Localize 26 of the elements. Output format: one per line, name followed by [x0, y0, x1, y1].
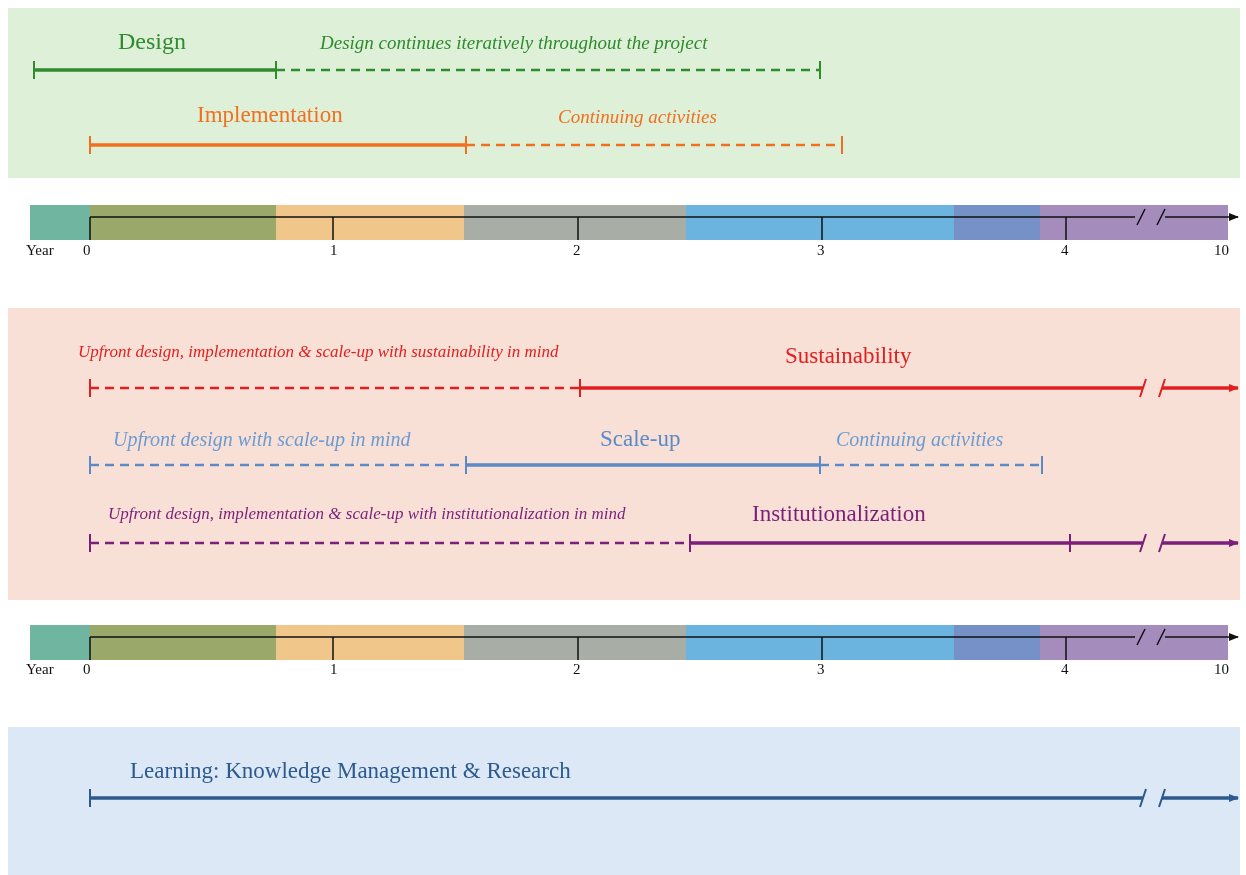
tick-label: 2 — [573, 661, 581, 678]
tick-label: 2 — [573, 242, 581, 259]
tick-label: 0 — [83, 242, 91, 259]
phase-note: Continuing activities — [558, 107, 717, 128]
phase-label: Institutionalization — [752, 501, 926, 527]
phase-label: Design — [118, 28, 186, 55]
phase-note: Upfront design with scale-up in mind — [113, 428, 411, 450]
phase-note: Continuing activities — [836, 428, 1004, 450]
phase-label: Implementation — [197, 102, 343, 128]
tick-label: 0 — [83, 661, 91, 678]
phase-label: Scale-up — [600, 426, 681, 452]
tick-label: 10 — [1214, 242, 1229, 259]
phase-label: Sustainability — [785, 343, 912, 369]
tick-label: 1 — [330, 661, 338, 678]
tick-label: 10 — [1214, 661, 1229, 678]
tick-label: 4 — [1061, 661, 1069, 678]
phase-note: Upfront design, implementation & scale-up with institutionalization in mind — [108, 505, 626, 524]
tick-label: 1 — [330, 242, 338, 259]
tick-label: 3 — [817, 242, 825, 259]
tick-label: 4 — [1061, 242, 1069, 259]
phase-note: Upfront design, implementation & scale-up with sustainability in mind — [78, 343, 559, 362]
axis-title: Year — [26, 242, 54, 259]
phase-note: Design continues iteratively throughout the project — [320, 33, 708, 54]
axis-title: Year — [26, 661, 54, 678]
phase-label: Learning: Knowledge Management & Research — [130, 758, 571, 784]
tick-label: 3 — [817, 661, 825, 678]
